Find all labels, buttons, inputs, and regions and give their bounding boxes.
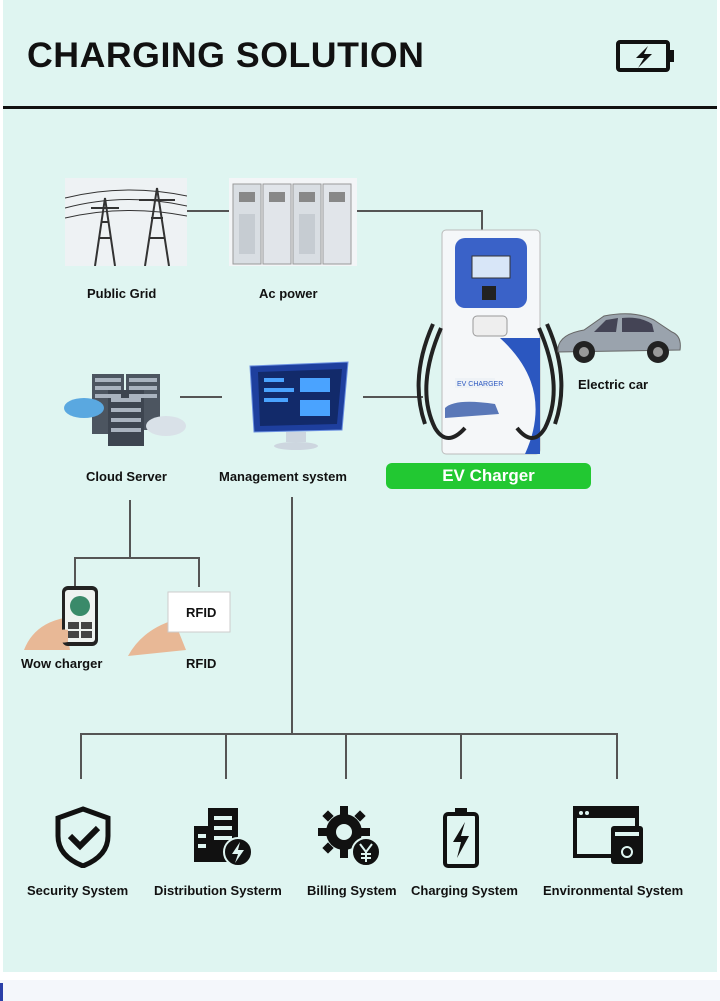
- connector-grid-ac: [187, 210, 229, 212]
- connector-wow-drop: [74, 557, 76, 587]
- connector-ac-charger: [357, 210, 483, 212]
- phone-app-image: [24, 584, 104, 657]
- battery-bolt-icon: [441, 806, 481, 873]
- connector-environmental-drop: [616, 733, 618, 779]
- ev-charger-image: EV CHARGER: [405, 228, 575, 465]
- gear-yen-icon: [316, 804, 382, 873]
- rfid-label: RFID: [186, 656, 217, 671]
- wow-charger-label: Wow charger: [21, 656, 103, 671]
- connector-management-charger: [363, 396, 423, 398]
- distribution-icon: [192, 806, 254, 873]
- connector-rfid-drop: [198, 557, 200, 587]
- security-system-label: Security System: [27, 883, 129, 898]
- charging-system-label: Charging System: [411, 883, 518, 898]
- ac-power-label: Ac power: [259, 286, 318, 301]
- charger-screen-text: EV CHARGER: [457, 381, 503, 388]
- connector-billing-drop: [345, 733, 347, 779]
- ev-charger-badge: EV Charger: [386, 463, 591, 489]
- window-monitor-icon: [573, 806, 645, 871]
- distribution-system-label: Distribution Systerm: [154, 883, 282, 898]
- management-system-label: Management system: [219, 469, 347, 484]
- connector-cloud-down: [129, 500, 131, 558]
- billing-system-label: Billing System: [307, 883, 397, 898]
- bottom-strip: [0, 980, 720, 1001]
- shield-check-icon: [54, 806, 112, 873]
- connector-systems-bus: [80, 733, 618, 735]
- title-divider: [3, 106, 717, 109]
- environmental-system-label: Environmental System: [543, 883, 684, 898]
- cloud-server-image: [62, 368, 188, 455]
- management-monitor-image: [244, 360, 354, 457]
- power-tower-image: [64, 178, 188, 271]
- public-grid-label: Public Grid: [87, 286, 157, 301]
- blue-edge-mark: [0, 983, 3, 1001]
- rfid-card-image: RFID: [128, 590, 232, 663]
- connector-ac-charger-drop: [481, 210, 483, 232]
- battery-charging-icon: [616, 38, 676, 79]
- rfid-card-text: RFID: [186, 605, 216, 620]
- connector-charging-drop: [460, 733, 462, 779]
- connector-management-down: [291, 497, 293, 734]
- connector-cloud-branch: [74, 557, 200, 559]
- electric-car-image: [554, 308, 684, 371]
- connector-security-drop: [80, 733, 82, 779]
- connector-cloud-management: [180, 396, 222, 398]
- connector-distribution-drop: [225, 733, 227, 779]
- page-title: CHARGING SOLUTION: [27, 36, 425, 75]
- cloud-server-label: Cloud Server: [86, 469, 167, 484]
- electric-car-label: Electric car: [578, 377, 649, 392]
- switchgear-image: [229, 178, 357, 271]
